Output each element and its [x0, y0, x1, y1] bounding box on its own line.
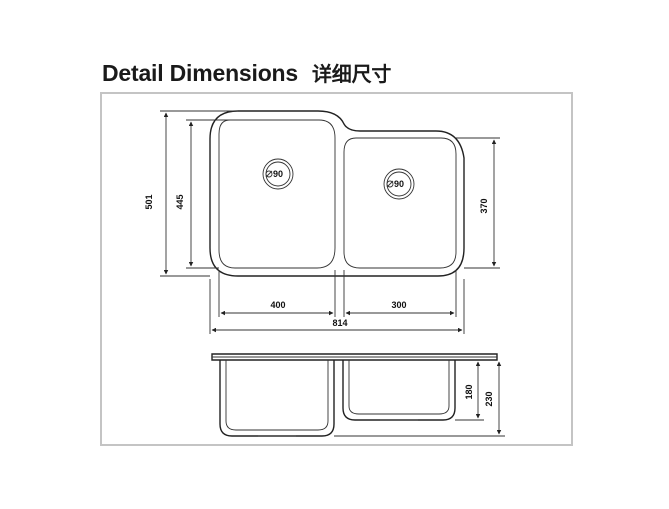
title-chinese: 详细尺寸	[312, 62, 392, 86]
dim-small-bowl-depth: 370	[479, 198, 489, 213]
side-dimension-lines	[334, 361, 505, 437]
large-drain-diameter-symbol	[265, 170, 273, 178]
dim-overall-width: 814	[332, 318, 347, 328]
dim-overall-depth: 501	[144, 194, 154, 209]
small-drain-icon	[383, 168, 415, 200]
sink-side-view	[211, 353, 498, 437]
title-english: Detail Dimensions	[102, 60, 298, 86]
dim-small-bowl-width: 300	[391, 300, 406, 310]
drawing-frame	[100, 92, 573, 446]
dim-bowl-depth: 445	[175, 194, 185, 209]
dim-large-bowl-height: 230	[484, 391, 494, 406]
small-drain-diameter-symbol	[386, 180, 394, 188]
dimension-lines	[160, 110, 500, 334]
large-drain-icon	[262, 158, 294, 190]
sink-top-view: 90 90	[209, 110, 465, 277]
dim-large-bowl-width: 400	[270, 300, 285, 310]
large-drain-label: 90	[273, 169, 283, 179]
dim-small-bowl-height: 180	[464, 384, 474, 399]
small-drain-label: 90	[394, 179, 404, 189]
page-title: Detail Dimensions 详细尺寸	[102, 58, 391, 87]
